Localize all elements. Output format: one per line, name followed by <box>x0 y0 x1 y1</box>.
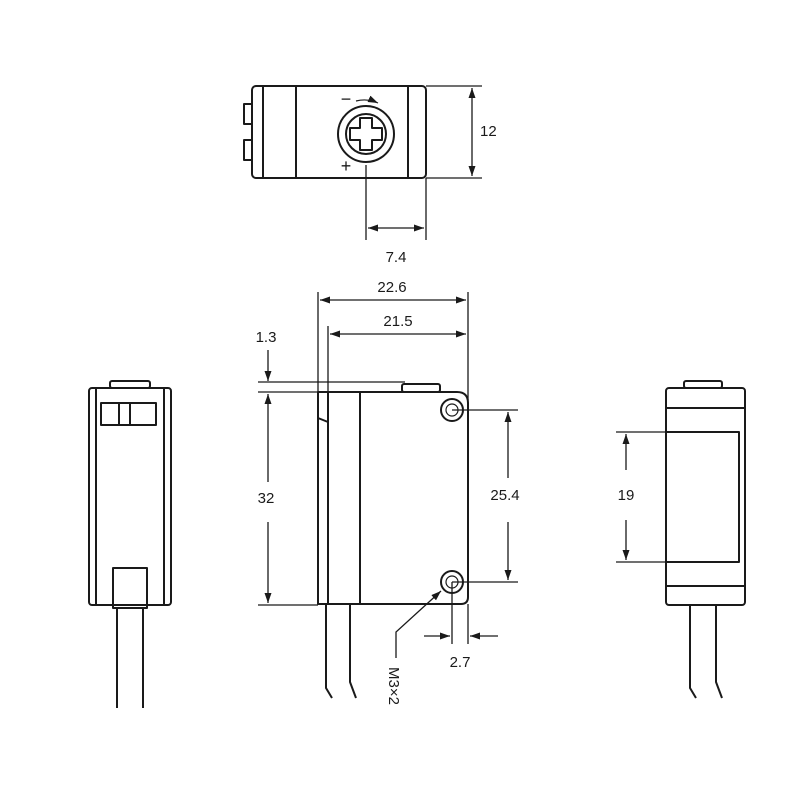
top-view-tab-lower <box>243 139 253 161</box>
led-window-icon <box>100 402 157 426</box>
right-view-top-cap <box>683 380 723 389</box>
front-view-top-cap <box>401 383 441 393</box>
plus-sign: + <box>341 156 352 176</box>
left-view-body <box>88 387 172 606</box>
rotation-arrow-icon <box>355 95 379 104</box>
front-view-lip <box>317 392 329 423</box>
right-side-view: 19 <box>616 380 746 699</box>
phillips-cross-icon <box>349 117 383 151</box>
dim-top-height-label: 12 <box>480 123 497 140</box>
right-view-body <box>665 387 746 606</box>
minus-sign: − <box>341 89 352 109</box>
dim-step-label: 1.3 <box>256 329 277 346</box>
right-view-cable <box>689 605 723 699</box>
top-view-tab-upper <box>243 103 253 125</box>
left-view-cable-gland <box>112 567 148 609</box>
dim-hole-edge-label: 2.7 <box>450 654 471 671</box>
dim-height-label: 32 <box>258 490 275 507</box>
dim-hole-pitch-label: 25.4 <box>490 487 519 504</box>
left-side-view <box>88 380 172 708</box>
top-view: − + 12 7.4 <box>243 85 497 266</box>
dim-overall-width-label: 22.6 <box>377 279 406 296</box>
dim-lens-height-label: 19 <box>618 487 635 504</box>
front-view: 22.6 21.5 1.3 32 25.4 2.7 M3×2 <box>256 279 520 705</box>
left-view-top-cap <box>109 380 151 389</box>
top-view-body <box>251 85 427 179</box>
adjuster-screw-head <box>345 113 387 155</box>
dim-body-width-label: 21.5 <box>383 313 412 330</box>
adjuster-outer-ring <box>337 105 395 163</box>
hole-callout-label: M3×2 <box>385 667 402 705</box>
hole-callout-leader <box>395 590 442 658</box>
front-view-body <box>317 391 469 605</box>
lens-window <box>665 431 740 563</box>
front-view-cable <box>325 604 357 699</box>
dim-screw-offset-label: 7.4 <box>386 249 407 266</box>
